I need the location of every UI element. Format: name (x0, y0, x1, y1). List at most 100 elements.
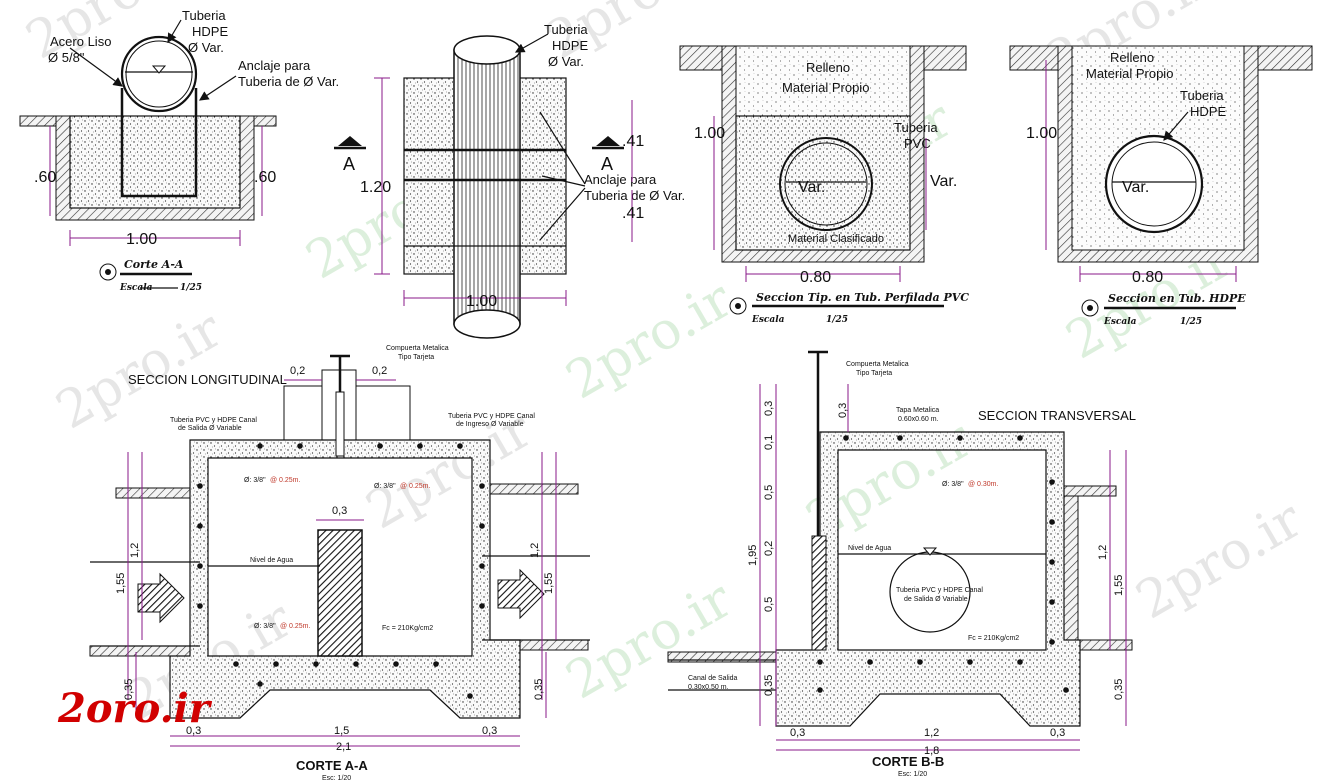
label-var: Var. (1122, 179, 1149, 196)
label-var2: Var. (930, 173, 957, 190)
inlet-pipe (90, 561, 200, 647)
dim-width: 0.80 (1132, 269, 1163, 286)
dim-bottom: .41 (622, 205, 644, 222)
pipe-inner (125, 40, 193, 108)
dim-bottom-left: 0,35 (123, 679, 135, 700)
label-hdpe: HDPE (192, 24, 228, 39)
label-anclaje2: Tuberia de Ø Var. (238, 74, 339, 89)
dim-right-h: 1,55 (543, 573, 555, 594)
label-tuberia: Tuberia (182, 8, 226, 23)
section-mark-left-icon (338, 136, 362, 146)
label-canal2: 0.30x0.50 m. (688, 684, 729, 691)
dim-v3: 0,5 (763, 485, 775, 500)
detail-corte-aa-longitudinal: SECCION LONGITUDINAL Compuerta Metalica (89, 345, 590, 782)
caption-title: CORTE A-A (296, 758, 368, 773)
dimension-lines (374, 77, 633, 306)
dimension-lines (127, 379, 557, 747)
label-hdpe: HDPE (552, 38, 588, 53)
dim-top-right: 0,2 (372, 365, 387, 377)
label-nivel: Nivel de Agua (848, 545, 891, 552)
pipe-circle (1104, 134, 1204, 234)
leader-line (69, 47, 123, 87)
label-tub-ingreso: Tuberia PVC y HDPE Canal (448, 413, 535, 420)
caption-scale: 1/25 (1180, 317, 1202, 327)
caption-scale: 1/25 (826, 315, 848, 325)
watermark-text: 2pro.ir (557, 269, 743, 411)
pipe-inner (1111, 141, 1197, 227)
dim-bottom-right: 0,35 (533, 679, 545, 700)
label-anclaje2: Tuberia de Ø Var. (584, 188, 685, 203)
label-acero: Acero Liso (50, 34, 111, 49)
rebar-spacing: @ 0.25m. (270, 477, 301, 484)
pipe-circle (779, 137, 873, 231)
caption-scale: Esc: 1/20 (898, 771, 927, 778)
ground-hatch (19, 115, 57, 127)
caption-title: CORTE B-B (872, 754, 944, 769)
dimension-lines (1045, 60, 1237, 282)
rebar-dots (817, 435, 1069, 693)
caption-symbol-dot (1087, 305, 1093, 311)
label-acero-dia: Ø 5/8" (48, 50, 85, 65)
label-compuerta: Compuerta Metalica (386, 345, 449, 352)
label-tapa: Tapa Metalica (896, 407, 939, 414)
dim-v2: 0,1 (763, 435, 775, 450)
label-tub-salida2: de Salida Ø Variable (178, 425, 242, 432)
dimension-lines (759, 384, 1127, 751)
dim-width: 0.80 (800, 269, 831, 286)
label-var: Var. (798, 179, 825, 196)
dim-total: 2,1 (336, 741, 351, 753)
label-tuberia: Tuberia (544, 22, 588, 37)
dimension-lines (49, 126, 263, 246)
dim-b1: 0,3 (790, 727, 805, 739)
pipe-circle (120, 35, 198, 113)
detail-corte-aa-small: Acero Liso Ø 5/8" Tuberia HDPE Ø Var. An… (19, 8, 339, 293)
gate-plate (317, 529, 363, 657)
dim-v5: 0,5 (763, 597, 775, 612)
label-canal: Canal de Salida (688, 675, 738, 682)
detail-trench-hdpe: Relleno Material Propio Tuberia HDPE Var… (1009, 45, 1313, 327)
dim-v1: 0,3 (763, 401, 775, 416)
outlet-channel (668, 659, 776, 691)
dim-right-h: 1,55 (1113, 575, 1125, 596)
concrete-block (69, 115, 241, 209)
section-mark-right: A (601, 154, 613, 174)
pipe-inner (784, 142, 868, 226)
ground-hatch (1079, 639, 1133, 651)
dim-height: 1.00 (1026, 125, 1057, 142)
section-title: SECCION TRANSVERSAL (978, 408, 1136, 423)
rebar-dia: Ø: 3/8" (942, 481, 964, 488)
caption-symbol-dot (735, 303, 741, 309)
pipe-body (453, 49, 521, 325)
ground-hatch (1063, 485, 1117, 497)
rebar-dia: Ø: 3/8" (244, 477, 266, 484)
dim-top: .41 (622, 133, 644, 150)
label-tub-ingreso2: de Ingreso Ø Variable (456, 421, 524, 428)
dim-left-h2: 1,2 (129, 543, 141, 558)
section-title: SECCION LONGITUDINAL (128, 372, 287, 387)
dim-b3: 0,3 (482, 725, 497, 737)
rebar-spacing: @ 0.25m. (280, 623, 311, 630)
label-fc: Fc = 210Kg/cm2 (382, 625, 433, 632)
gate-plate (811, 535, 827, 651)
ground-hatch (487, 483, 579, 495)
label-tapa2: 0.60x0.60 m. (898, 416, 939, 423)
label-pvc: PVC (904, 136, 931, 151)
label-tipo: Tipo Tarjeta (856, 370, 892, 377)
label-tuberia: Tuberia (1180, 88, 1224, 103)
ground-hatch (115, 487, 193, 499)
rebar-dia: Ø: 3/8" (254, 623, 276, 630)
label-anclaje: Anclaje para (584, 172, 657, 187)
label-tipo: Tipo Tarjeta (398, 354, 434, 361)
label-clasificado: Material Clasificado (788, 233, 884, 245)
flow-arrow-in-icon (137, 572, 185, 624)
ground-wall (1063, 495, 1079, 641)
caption-scale: Esc: 1/20 (322, 775, 351, 782)
dim-right-b: 0,35 (1113, 679, 1125, 700)
pipe-end-top (453, 35, 521, 65)
leader-line (199, 75, 237, 101)
ground-hatch (89, 645, 191, 657)
label-compuerta: Compuerta Metalica (846, 361, 909, 368)
caption-scale-label: Escala (1103, 317, 1137, 327)
dim-width: 1.00 (126, 231, 157, 248)
